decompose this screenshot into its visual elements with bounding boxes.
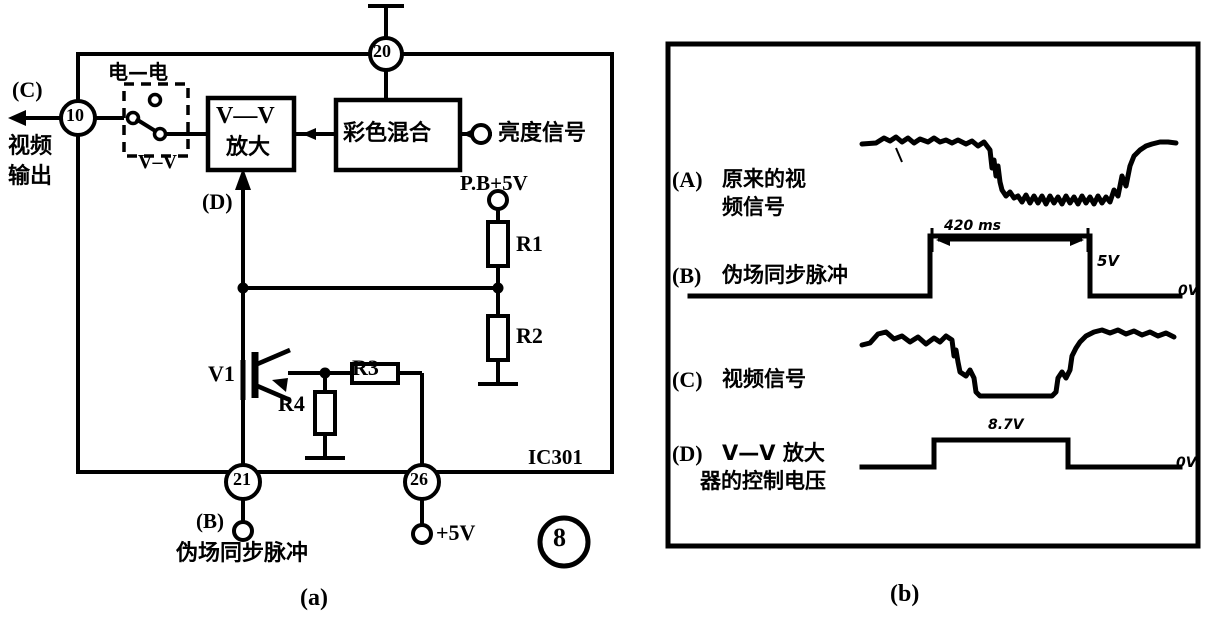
- waveform-c-label-line1: 视频信号: [722, 367, 806, 391]
- color-mixer-label: 彩色混合: [343, 121, 432, 146]
- resistor-r1: [486, 220, 510, 268]
- transistor-v1: [240, 347, 291, 403]
- waveform-c-tag: (C): [672, 367, 703, 392]
- figure-number: 8: [553, 523, 566, 552]
- pulse-width-annotation: 420 ms: [944, 218, 1002, 234]
- control-low-level-annotation: 0V: [1176, 455, 1197, 471]
- waveform-d-label-line1: V—V 放大: [722, 441, 825, 465]
- waveform-a-label-line1: 原来的视: [722, 167, 806, 191]
- terminal-20-circle: [368, 36, 404, 72]
- vv-amplifier-block: [205, 95, 297, 173]
- pulse-high-level-annotation: 5V: [1097, 252, 1120, 270]
- vv-amplifier-line2: 放大: [226, 135, 271, 160]
- transistor-v1-label: V1: [208, 361, 235, 386]
- pulse-input-tag: (B): [196, 509, 224, 533]
- luminance-signal-label: 亮度信号: [498, 121, 587, 146]
- resistor-r1-label: R1: [516, 231, 543, 256]
- control-point-tag: (D): [202, 189, 233, 214]
- video-output-tag: (C): [12, 77, 43, 102]
- caption-a: (a): [300, 585, 328, 611]
- video-output-label-line1: 视频: [8, 134, 53, 159]
- terminal-10-circle: [59, 99, 97, 137]
- resistor-r4: [313, 390, 337, 436]
- supply-5v-terminal: [411, 523, 433, 545]
- resistor-r4-label: R4: [278, 391, 305, 416]
- pulse-input-terminal: [232, 520, 254, 542]
- switch-contacts: [125, 92, 208, 142]
- terminal-21-number: 21: [233, 469, 251, 489]
- mixer-input-arrow: [302, 128, 316, 140]
- ic301-label: IC301: [528, 445, 583, 469]
- terminal-20-number: 20: [373, 41, 391, 61]
- width-arrow-right: [1070, 234, 1084, 246]
- terminal-10-number: 10: [66, 105, 84, 125]
- pulse-low-level-annotation: 0V: [1178, 283, 1199, 299]
- color-mixer-block: [333, 97, 463, 173]
- node-dot-collector: [319, 367, 331, 379]
- waveform-c-trace: [859, 327, 1177, 399]
- luminance-terminal: [470, 123, 492, 145]
- figure-number-badge: [537, 515, 591, 569]
- pb-supply-label: P.B+5V: [460, 171, 528, 195]
- control-high-level-annotation: 8.7V: [988, 417, 1024, 433]
- video-output-arrow: [8, 110, 26, 126]
- waveform-a-tag: (A): [672, 167, 703, 192]
- switch-bottom-label: V–V: [138, 151, 177, 173]
- supply-5v-label: +5V: [436, 520, 476, 545]
- waveform-b-trace: [687, 233, 1183, 299]
- waveform-a-trace: [859, 134, 1179, 207]
- resistor-r2-label: R2: [516, 323, 543, 348]
- resistor-r2: [486, 314, 510, 362]
- waveform-b-width-measure: [930, 228, 1090, 252]
- terminal-26-number: 26: [410, 469, 428, 489]
- waveform-d-label-line2: 器的控制电压: [700, 469, 826, 493]
- waveform-panel: [665, 41, 1201, 549]
- pulse-input-label: 伪场同步脉冲: [176, 541, 309, 566]
- video-output-label-line2: 输出: [8, 164, 53, 189]
- resistor-r3: [350, 362, 400, 385]
- pb-supply-terminal: [487, 189, 509, 211]
- caption-b: (b): [890, 581, 920, 607]
- width-arrow-left: [936, 234, 950, 246]
- waveform-b-tag: (B): [672, 263, 702, 288]
- control-arrow: [235, 168, 251, 190]
- waveform-d-tag: (D): [672, 441, 703, 466]
- collector-wire: [288, 371, 424, 465]
- waveform-a-label-line2: 频信号: [722, 195, 785, 219]
- transistor-emitter-arrow: [272, 378, 288, 392]
- waveform-b-label-line1: 伪场同步脉冲: [722, 263, 848, 287]
- waveform-d-trace: [859, 437, 1183, 470]
- resistor-r3-label: R3: [352, 355, 379, 380]
- waveform-a-noise-marker: [895, 147, 903, 163]
- node-dot-control: [237, 282, 249, 294]
- circuit-schematic: [8, 4, 614, 569]
- vv-amplifier-line1: V—V: [216, 103, 275, 129]
- switch-top-label: 电—电: [108, 60, 168, 84]
